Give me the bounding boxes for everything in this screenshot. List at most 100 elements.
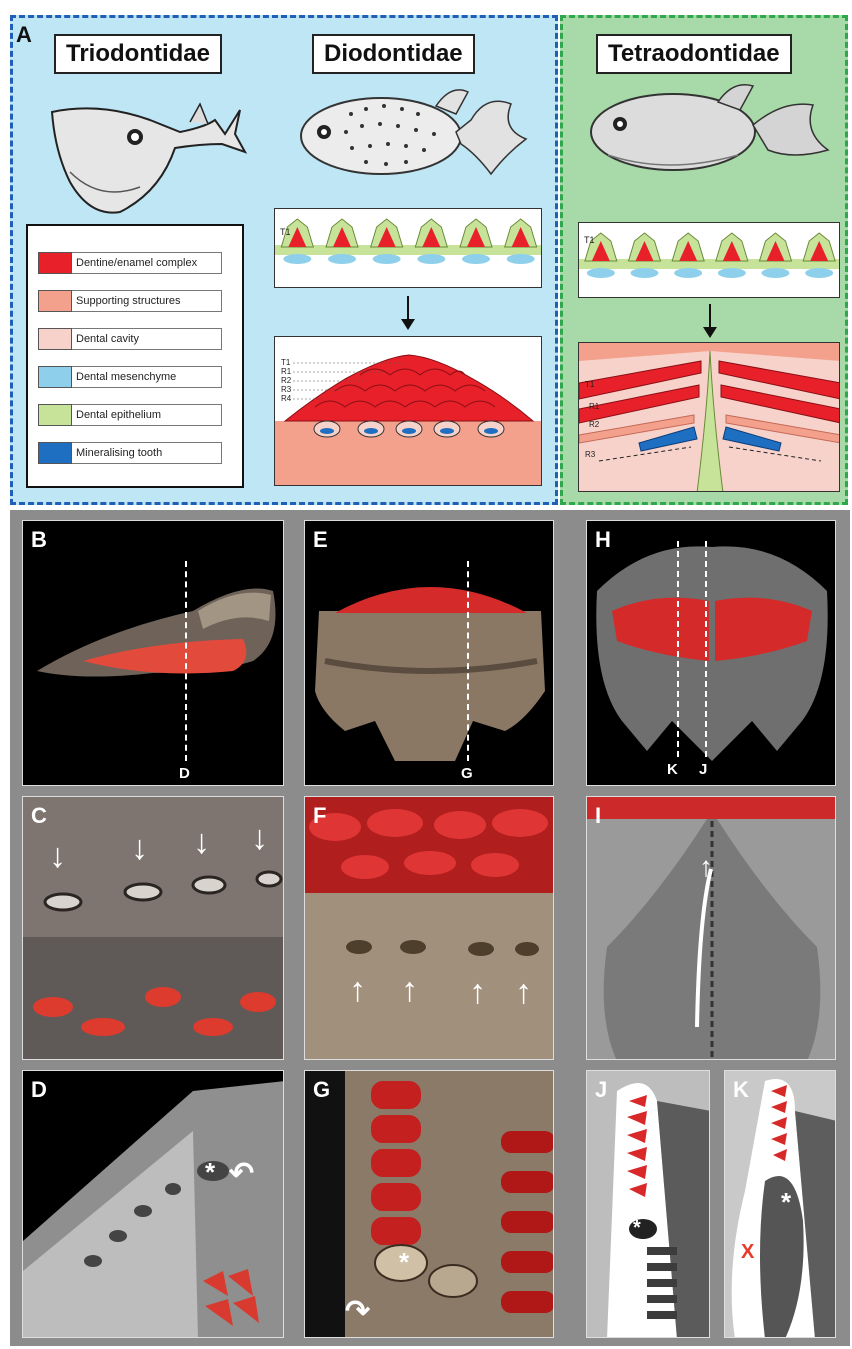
- label-r3: R3: [585, 450, 596, 459]
- arrow-pointer-icon: ↓: [49, 839, 66, 873]
- slice-line-k: [677, 541, 679, 757]
- dental-mesenchyme-unit: [674, 268, 702, 278]
- triodontidae-slice-render: [23, 1071, 284, 1338]
- legend-item-dentine-enamel: Dentine/enamel complex: [38, 252, 222, 274]
- family-label-diodontidae: Diodontidae: [312, 34, 475, 74]
- panel-f-diodontidae-closeup: F ↑ ↑ ↑ ↑: [304, 796, 554, 1060]
- arrow-down-icon: [407, 296, 409, 322]
- panel-c-triodontidae-closeup: C ↓ ↓ ↓ ↓: [22, 796, 284, 1060]
- diodontidae-early-teeth-diagram: T1: [274, 208, 542, 288]
- panel-letter-d: D: [31, 1077, 47, 1103]
- tetraodontidae-jaw-render: [587, 521, 836, 786]
- legend-swatch: [38, 252, 72, 274]
- mineralising-tooth-unit: [364, 428, 378, 434]
- panel-letter-j: J: [595, 1077, 607, 1103]
- panel-e-diodontidae-render: E G: [304, 520, 554, 786]
- panel-b-triodontidae-render: B D: [22, 520, 284, 786]
- label-r2: R2: [281, 376, 292, 385]
- dental-mesenchyme-unit: [718, 268, 746, 278]
- slice-label-g: G: [461, 765, 473, 782]
- legend-swatch: [38, 290, 72, 312]
- label-t1: T1: [280, 227, 291, 237]
- legend-item-dental-cavity: Dental cavity: [38, 328, 222, 350]
- label-r4: R4: [281, 394, 292, 403]
- legend-label: Supporting structures: [72, 290, 222, 312]
- asterisk-marker: *: [781, 1187, 791, 1218]
- family-label-triodontidae: Triodontidae: [54, 34, 222, 74]
- dental-mesenchyme-unit: [373, 254, 401, 264]
- panel-h-tetraodontidae-render: H K J: [586, 520, 836, 786]
- legend-item-dental-epithelium: Dental epithelium: [38, 404, 222, 426]
- panel-letter-a: A: [16, 22, 32, 48]
- legend-label: Dentine/enamel complex: [72, 252, 222, 274]
- arrow-pointer-icon: ↑: [515, 975, 532, 1009]
- label-t1: T1: [585, 380, 595, 389]
- panel-letter-e: E: [313, 527, 328, 553]
- tetraodontidae-beak-diagram: T1 R1 R2 R3: [578, 342, 840, 492]
- mineralising-tooth-unit: [320, 428, 334, 434]
- tetraodontidae-fish-illustration: [588, 80, 834, 180]
- arrow-pointer-icon: ↓: [131, 831, 148, 865]
- panel-i-tetraodontidae-closeup: I ↑: [586, 796, 836, 1060]
- legend-box: Dentine/enamel complex Supporting struct…: [26, 224, 244, 488]
- label-t1: T1: [281, 358, 291, 367]
- label-t1: T1: [584, 235, 595, 245]
- dental-mesenchyme-unit: [283, 254, 311, 264]
- x-marker: X: [741, 1241, 754, 1264]
- arrow-pointer-icon: ↑: [349, 973, 366, 1007]
- curved-arrow-icon: ↷: [345, 1297, 370, 1327]
- mineralising-tooth-unit: [402, 428, 416, 434]
- arrow-pointer-icon: ↓: [251, 821, 268, 855]
- dental-mesenchyme-unit: [631, 268, 659, 278]
- asterisk-marker: *: [633, 1217, 641, 1240]
- dental-mesenchyme-unit: [507, 254, 535, 264]
- arrowhead-marker-icon: [609, 1321, 625, 1335]
- panel-letter-c: C: [31, 803, 47, 829]
- label-r1: R1: [589, 402, 600, 411]
- tetraodontidae-early-teeth-diagram: T1: [578, 222, 840, 298]
- slice-line-g: [467, 561, 469, 761]
- mineralising-tooth-unit: [484, 428, 498, 434]
- diodontidae-mature-dentition-diagram: T1 R1 R2 R3 R4: [274, 336, 542, 486]
- dental-mesenchyme-unit: [587, 268, 615, 278]
- triodontidae-fish-illustration: [40, 82, 250, 222]
- dental-mesenchyme-unit: [328, 254, 356, 264]
- panel-letter-k: K: [733, 1077, 749, 1103]
- arrow-pointer-icon: ↓: [193, 825, 210, 859]
- diodontidae-slice-render: [305, 1071, 554, 1338]
- family-label-tetraodontidae: Tetraodontidae: [596, 34, 792, 74]
- slice-label-d: D: [179, 765, 190, 782]
- legend-label: Dental cavity: [72, 328, 222, 350]
- arrow-pointer-icon: ↑: [699, 853, 713, 881]
- panel-letter-h: H: [595, 527, 611, 553]
- legend-swatch: [38, 366, 72, 388]
- label-r2: R2: [589, 420, 600, 429]
- panel-k-tetraodontidae-slice: K * X: [724, 1070, 836, 1338]
- label-r3: R3: [281, 385, 292, 394]
- slice-label-j: J: [699, 761, 707, 778]
- arrow-pointer-icon: ↗: [605, 1273, 630, 1303]
- legend-label: Dental mesenchyme: [72, 366, 222, 388]
- triodontidae-jaw-render: [23, 521, 284, 786]
- arrow-down-icon: [709, 304, 711, 330]
- legend-label: Dental epithelium: [72, 404, 222, 426]
- panel-d-triodontidae-slice: D * ↶: [22, 1070, 284, 1338]
- diodontidae-jaw-render: [305, 521, 554, 786]
- slice-line-d: [185, 561, 187, 761]
- legend-label: Mineralising tooth: [72, 442, 222, 464]
- diodontidae-fish-illustration: [296, 84, 528, 184]
- dental-mesenchyme-unit: [805, 268, 833, 278]
- legend-swatch: [38, 328, 72, 350]
- legend-swatch: [38, 404, 72, 426]
- dental-mesenchyme-unit: [762, 268, 790, 278]
- legend-item-supporting: Supporting structures: [38, 290, 222, 312]
- dental-mesenchyme-unit: [417, 254, 445, 264]
- legend-item-dental-mesenchyme: Dental mesenchyme: [38, 366, 222, 388]
- panel-letter-g: G: [313, 1077, 330, 1103]
- slice-label-k: K: [667, 761, 678, 778]
- panel-letter-b: B: [31, 527, 47, 553]
- legend-item-mineralising-tooth: Mineralising tooth: [38, 442, 222, 464]
- tetraodontidae-closeup-render: [587, 797, 836, 1060]
- asterisk-marker: *: [205, 1157, 215, 1188]
- dental-mesenchyme-unit: [462, 254, 490, 264]
